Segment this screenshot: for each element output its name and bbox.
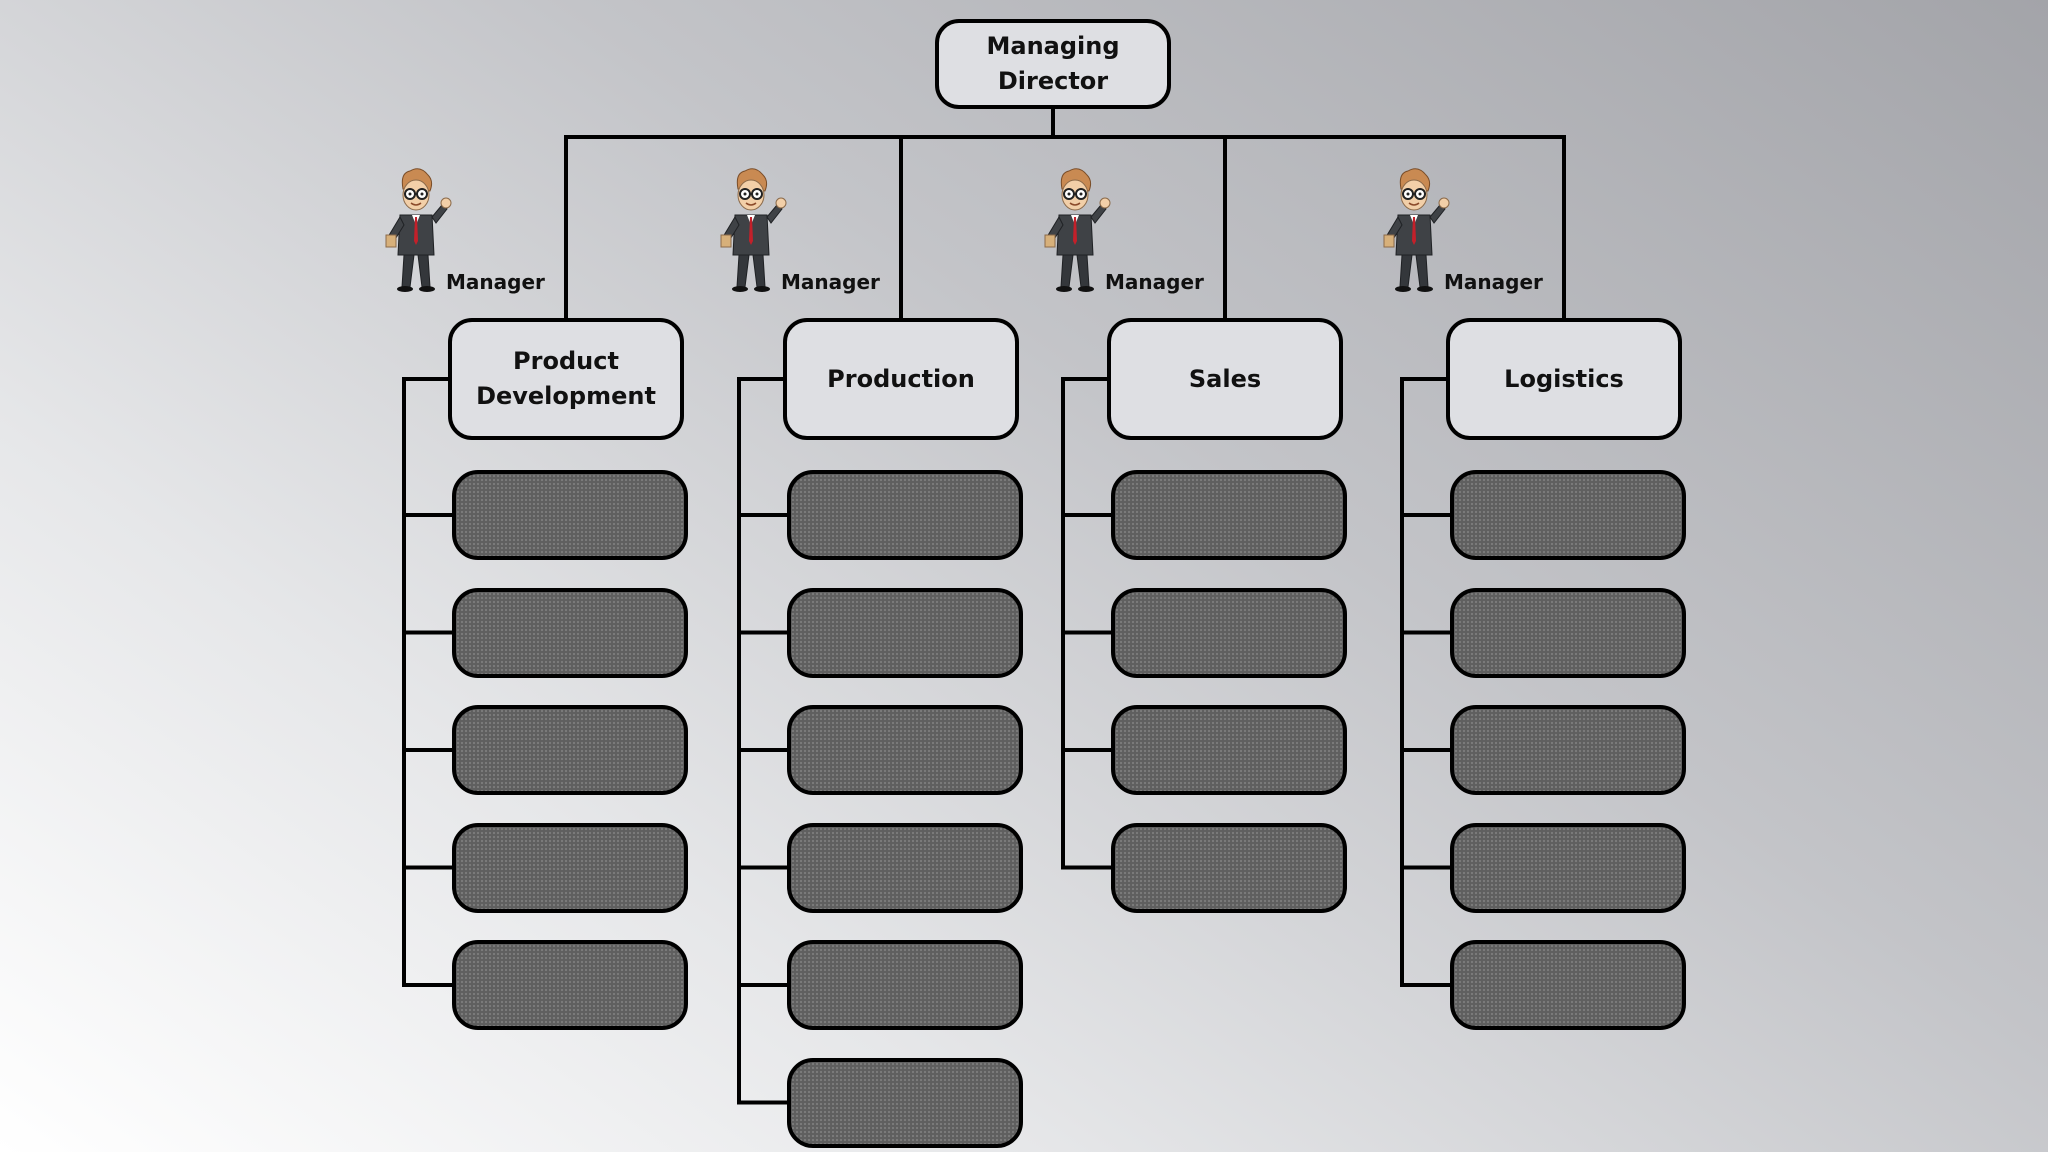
dept-label: Logistics (1504, 364, 1624, 393)
manager-label: Manager (1444, 270, 1543, 294)
dept-box-sales[interactable]: Sales (1107, 318, 1343, 440)
manager-figure-icon (711, 165, 791, 299)
sub-position-box[interactable] (1111, 822, 1347, 913)
sub-position-box[interactable] (452, 470, 688, 560)
dept-label: Product Development (476, 347, 656, 410)
managing-director-box[interactable]: Managing Director (935, 19, 1171, 109)
sub-position-box[interactable] (787, 1057, 1023, 1148)
sub-position-box[interactable] (787, 822, 1023, 913)
sub-position-box[interactable] (1111, 587, 1347, 678)
sub-position-box[interactable] (1450, 587, 1686, 678)
manager-figure-icon (376, 165, 456, 299)
manager-label: Manager (781, 270, 880, 294)
manager-label: Manager (1105, 270, 1204, 294)
sub-position-box[interactable] (1111, 470, 1347, 560)
sub-position-box[interactable] (787, 940, 1023, 1030)
manager-label: Manager (446, 270, 545, 294)
dept-box-production[interactable]: Production (783, 318, 1019, 440)
dept-label: Sales (1188, 364, 1262, 393)
dept-label: Production (827, 364, 975, 393)
sub-position-box[interactable] (452, 705, 688, 795)
sub-position-box[interactable] (1111, 705, 1347, 795)
manager-figure-icon (1374, 165, 1454, 299)
managing-director-label: Managing Director (986, 32, 1120, 95)
manager-figure-icon (1035, 165, 1115, 299)
sub-position-box[interactable] (1450, 705, 1686, 795)
sub-position-box[interactable] (787, 587, 1023, 678)
sub-position-box[interactable] (1450, 470, 1686, 560)
sub-position-box[interactable] (452, 587, 688, 678)
sub-position-box[interactable] (1450, 940, 1686, 1030)
sub-position-box[interactable] (452, 940, 688, 1030)
sub-position-box[interactable] (787, 705, 1023, 795)
dept-box-product-development[interactable]: Product Development (448, 318, 684, 440)
sub-position-box[interactable] (1450, 822, 1686, 913)
sub-position-box[interactable] (452, 822, 688, 913)
sub-position-box[interactable] (787, 470, 1023, 560)
dept-box-logistics[interactable]: Logistics (1446, 318, 1682, 440)
